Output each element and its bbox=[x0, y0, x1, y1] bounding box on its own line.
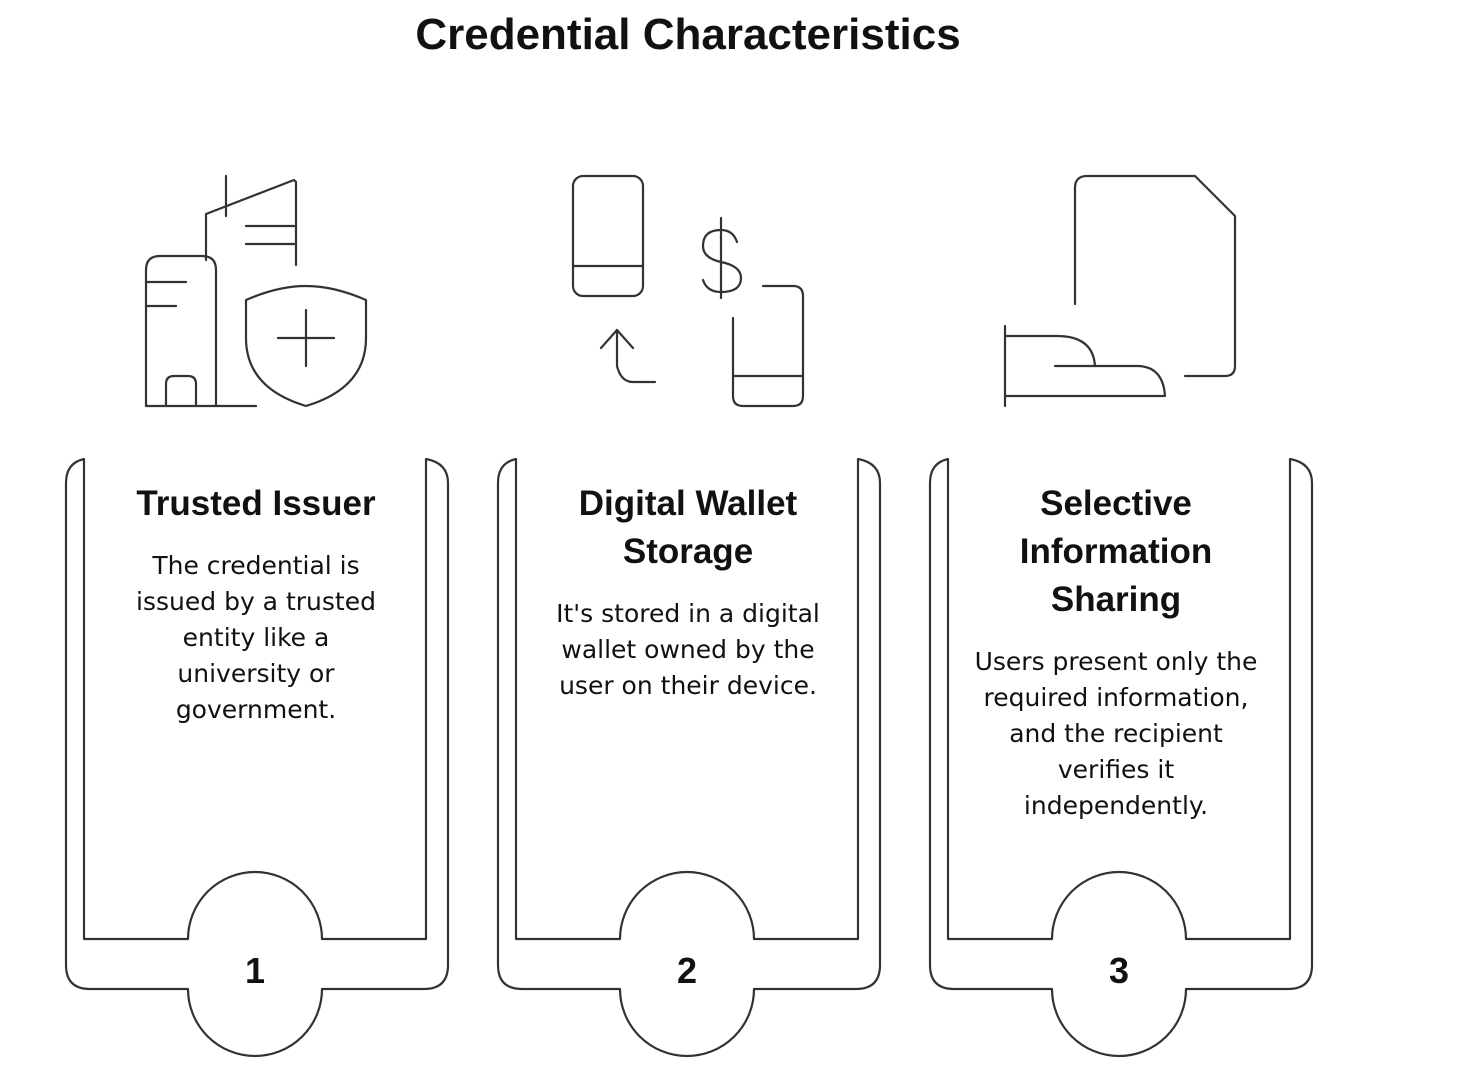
card-frame-1 bbox=[64, 457, 450, 1058]
diagram-title: Credential Characteristics bbox=[415, 10, 961, 59]
card-frame-2 bbox=[496, 457, 882, 1058]
card-3-text: Selective Information Sharing Users pres… bbox=[956, 480, 1276, 824]
card-3-title: Selective Information Sharing bbox=[1019, 484, 1213, 619]
card-2-description: It's stored in a digital wallet owned by… bbox=[556, 599, 820, 700]
card-3-description: Users present only the required informat… bbox=[974, 647, 1258, 820]
card-1-title: Trusted Issuer bbox=[136, 484, 376, 523]
card-2-number: 2 bbox=[676, 950, 698, 991]
card-2-title: Digital Wallet Storage bbox=[578, 484, 798, 571]
card-1-description: The credential is issued by a trusted en… bbox=[136, 551, 376, 724]
building-shield-icon bbox=[144, 174, 368, 408]
card-1-number: 1 bbox=[244, 950, 266, 991]
hand-document-icon bbox=[1003, 174, 1237, 408]
card-frame-3 bbox=[928, 457, 1314, 1058]
card-3-number: 3 bbox=[1108, 950, 1130, 991]
card-1-text: Trusted Issuer The credential is issued … bbox=[96, 480, 416, 728]
phone-transfer-dollar-icon bbox=[571, 174, 805, 408]
card-2-text: Digital Wallet Storage It's stored in a … bbox=[528, 480, 848, 704]
